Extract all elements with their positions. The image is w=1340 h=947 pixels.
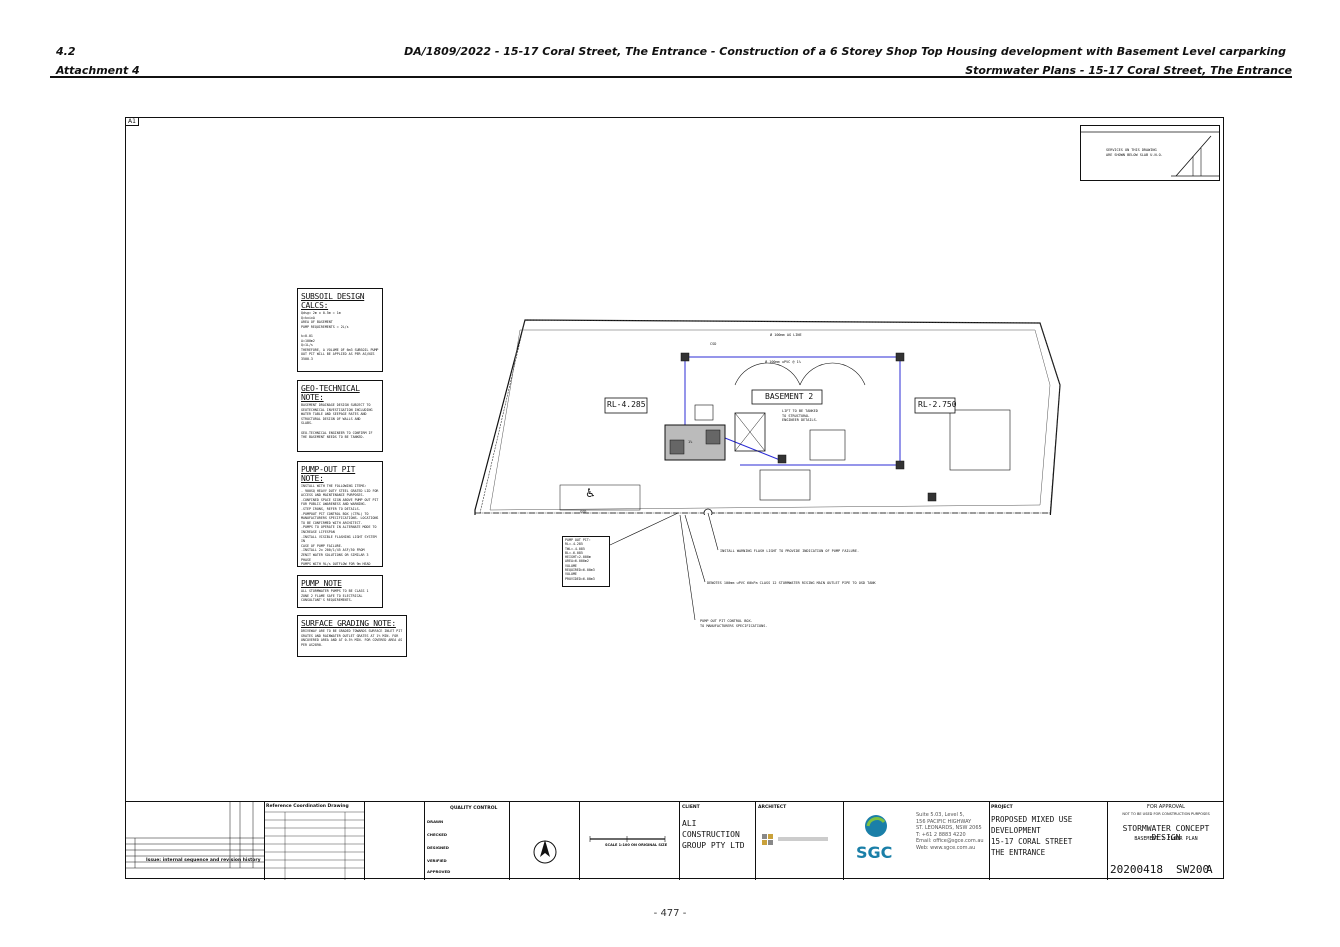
- quality-control-title: QUALITY CONTROL: [450, 806, 498, 811]
- accessible-parking-icon: ♿: [585, 486, 596, 500]
- project-cell: [990, 802, 1108, 880]
- reference-coordination-table: [265, 802, 365, 880]
- revision-letter: A: [1206, 863, 1213, 876]
- sgc-logo-icon: [865, 815, 887, 837]
- sgc-address: Suite 5.03, Level 5, 156 PACIFIC HIGHWAY…: [916, 812, 984, 851]
- document-title: DA/1809/2022 - 15-17 Coral Street, The E…: [404, 45, 1286, 58]
- north-arrow-icon: [533, 840, 557, 864]
- warning-light-icon: [703, 508, 713, 515]
- grading-note-body: DRIVEWAY ARE TO BE GRADED TOWARDS SURFAC…: [301, 629, 403, 647]
- pit-icon: [927, 492, 937, 502]
- rl-right-label: RL-2.750: [918, 400, 957, 409]
- reference-coordination-title: Reference Coordination Drawing: [266, 804, 349, 809]
- ssd-label: SSD: [580, 510, 587, 514]
- sheet-size-tag: A1: [125, 117, 139, 126]
- rl-left-label: RL-4.285: [607, 400, 646, 409]
- site-boundary: [474, 319, 1061, 515]
- pit-icon: [895, 460, 905, 470]
- engineer-cell: [844, 802, 990, 880]
- services-legend-text: SERVICES ON THIS DRAWING ARE SHOWN BELOW…: [1106, 148, 1163, 157]
- subsoil-note: SUBSOIL DESIGN CALCS: Qdsg= 2m x 0.5m = …: [297, 288, 383, 372]
- issue-history-title: Issue: internal sequence and revision hi…: [146, 858, 261, 863]
- geotech-note-body: BASEMENT DRAINAGE DESIGN SUBJECT TO GEOT…: [301, 403, 373, 440]
- drawing-subtitle: BASEMENT 2 FLOOR PLAN: [1134, 836, 1198, 842]
- pump-pit-data-box: PUMP OUT PIT: RL=-4.285 TWL=-4.085 BL=-6…: [562, 536, 610, 587]
- client-name: ALI CONSTRUCTION GROUP PTY LTD: [682, 819, 745, 850]
- document-subtitle: Stormwater Plans - 15-17 Coral Street, T…: [965, 64, 1292, 77]
- lift-note: LIFT TO BE TANKED TO STRUCTURAL ENGINEER…: [782, 409, 818, 422]
- warning-light-callout: INSTALL WARNING FLASH LIGHT TO PROVIDE I…: [720, 549, 860, 553]
- quality-control-table: [425, 802, 510, 880]
- pipe-label: Ø 100mm AG LINE: [770, 333, 802, 337]
- pump-note-heading: PUMP NOTE: [301, 579, 342, 588]
- grading-note-heading: SURFACE GRADING NOTE:: [301, 619, 396, 628]
- pump-note-body: ALL STORMWATER PUMPS TO BE CLASS 1 ZONE …: [301, 589, 369, 603]
- pit-icon: [777, 454, 787, 464]
- pumpout-note-heading: PUMP-OUT PIT NOTE:: [301, 465, 356, 483]
- copyright-cell: [510, 802, 580, 880]
- grading-note: SURFACE GRADING NOTE: DRIVEWAY ARE TO BE…: [297, 615, 407, 657]
- attachment-label: Attachment 4: [56, 64, 140, 77]
- pumpout-note: PUMP-OUT PIT NOTE: INSTALL WITH THE FOLL…: [297, 461, 383, 567]
- callout-leaders: [609, 512, 719, 621]
- pumpout-note-body: INSTALL WITH THE FOLLOWING ITEMS: - 900S…: [301, 484, 379, 567]
- geotech-note: GEO-TECHNICAL NOTE: BASEMENT DRAINAGE DE…: [297, 380, 383, 452]
- client-label: CLIENT: [682, 805, 700, 810]
- sheet-side-strip: [114, 117, 124, 879]
- sgc-logo-text: SGC: [856, 843, 893, 862]
- geotech-note-heading: GEO-TECHNICAL NOTE:: [301, 384, 360, 402]
- qc-row-approved: APPROVED: [427, 869, 451, 874]
- pipe-label-upvc: Ø 100mm uPVC @ 1%: [765, 360, 801, 364]
- scale-bar-icon: [589, 836, 666, 842]
- project-name: PROPOSED MIXED USE DEVELOPMENT 15-17 COR…: [991, 815, 1073, 857]
- revision-table: [125, 802, 265, 880]
- drawing-number: SW200: [1176, 863, 1210, 876]
- scale-note: SCALE 1:100 ON ORIGINAL SIZE: [605, 843, 668, 847]
- architect-cell: [756, 802, 844, 880]
- title-block: [125, 801, 1224, 880]
- qc-row-verified: VERIFIED: [427, 858, 447, 863]
- pit-icon: [895, 352, 905, 362]
- csd-label: CSD: [710, 342, 717, 346]
- architect-label: ARCHITECT: [758, 805, 787, 810]
- drawing-sheet: [125, 117, 1224, 879]
- architect-logo-icon: [762, 834, 828, 845]
- stormwater-pipes: [684, 356, 901, 466]
- client-cell: [680, 802, 756, 880]
- subsoil-note-body: Qdsg= 2m x 0.5m = 1m Q=kxixA AREA OF BAS…: [301, 311, 379, 361]
- project-number: 20200418: [1110, 863, 1163, 876]
- drawing-status: FOR APPROVAL: [1147, 804, 1185, 810]
- services-legend-box: SERVICES ON THIS DRAWING ARE SHOWN BELOW…: [1080, 125, 1220, 181]
- consultant-logo-cell: [365, 802, 425, 880]
- pit-icon: [680, 352, 690, 362]
- qc-row-drawn: DRAWN: [427, 819, 444, 824]
- drawing-status-sub: NOT TO BE USED FOR CONSTRUCTION PURPOSES: [1122, 812, 1210, 816]
- scale-cell: [580, 802, 680, 880]
- control-box-callout: PUMP OUT PIT CONTROL BOX. TO MANUFACTURE…: [700, 619, 768, 628]
- qc-row-checked: CHECKED: [427, 832, 448, 837]
- project-label: PROJECT: [991, 805, 1013, 810]
- header-rule: [50, 76, 1292, 78]
- basement-plan-drawing: ♿: [474, 319, 1061, 515]
- rising-main-callout: DENOTES 100mm uPVC 60kPa CLASS 12 STORMW…: [707, 581, 876, 585]
- qc-row-designed: DESIGNED: [427, 845, 449, 850]
- grade-label: 1%: [688, 440, 693, 444]
- drawing-title: STORMWATER CONCEPT DESIGN: [1122, 824, 1210, 842]
- lift-core: [734, 412, 766, 452]
- item-number: 4.2: [56, 45, 76, 58]
- subsoil-note-heading: SUBSOIL DESIGN CALCS:: [301, 292, 365, 310]
- section-sketch-icon: [1081, 131, 1219, 177]
- basement-label: BASEMENT 2: [765, 392, 814, 401]
- pump-note: PUMP NOTE ALL STORMWATER PUMPS TO BE CLA…: [297, 575, 383, 608]
- page-number: - 477 -: [653, 908, 687, 919]
